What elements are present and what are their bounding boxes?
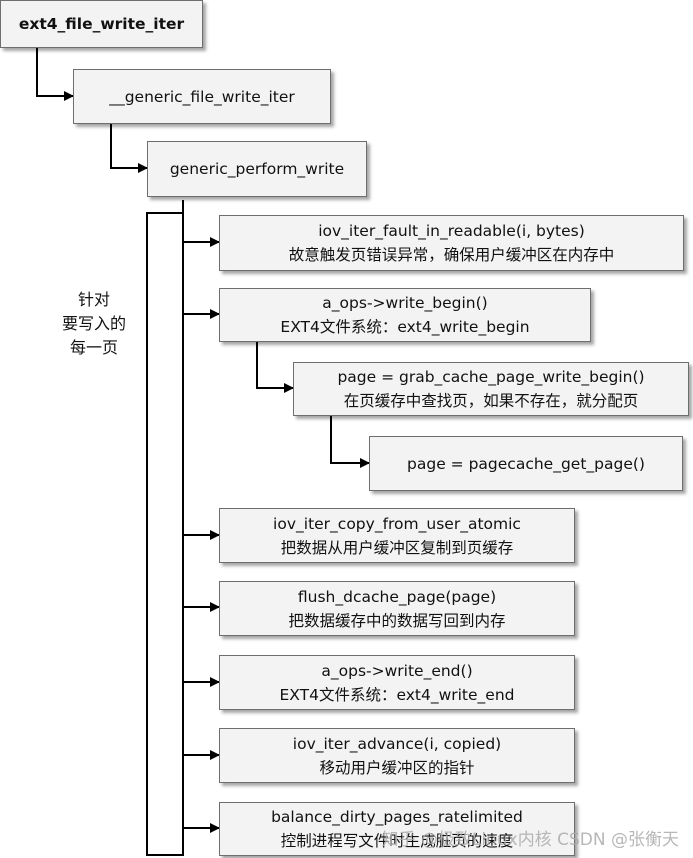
node-iov-iter-advance: iov_iter_advance(i, copied) 移动用户缓冲区的指针 (219, 728, 575, 783)
node-description: 在页缓存中查找页，如果不存在，就分配页 (343, 392, 639, 410)
node-iov-iter-copy-from-user-atomic: iov_iter_copy_from_user_atomic 把数据从用户缓冲区… (219, 508, 575, 563)
node-title: a_ops->write_begin() (322, 294, 488, 312)
node-title: page = grab_cache_page_write_begin() (337, 368, 645, 386)
node-iov-iter-fault-in-readable: iov_iter_fault_in_readable(i, bytes) 故意触… (219, 215, 684, 271)
node-write-end: a_ops->write_end() EXT4文件系统：ext4_write_e… (219, 655, 575, 710)
loop-label: 针对 要写入的 每一页 (38, 288, 150, 360)
node-title: iov_iter_advance(i, copied) (292, 734, 502, 753)
node-title: flush_dcache_page(page) (297, 587, 497, 606)
node-description: 把数据缓存中的数据写回到内存 (288, 611, 506, 630)
edge-to-pagecache-get (330, 414, 370, 468)
node-write-begin: a_ops->write_begin() EXT4文件系统：ext4_write… (219, 288, 591, 342)
node-description: EXT4文件系统：ext4_write_end (279, 685, 515, 704)
loop-label-line: 每一页 (69, 338, 118, 357)
loop-label-line: 针对 (77, 290, 110, 309)
node-generic-perform-write: generic_perform_write (147, 141, 367, 197)
node-description: 故意触发页错误异常，确保用户缓冲区在内存中 (288, 246, 615, 264)
node-generic-file-write-iter: __generic_file_write_iter (73, 69, 331, 124)
node-title: iov_iter_fault_in_readable(i, bytes) (318, 222, 585, 240)
node-title: balance_dirty_pages_ratelimited (271, 808, 523, 826)
node-description: 移动用户缓冲区的指针 (319, 758, 475, 777)
node-title: __generic_file_write_iter (109, 87, 295, 106)
watermark: 知乎 @极致Linux内核 CSDN @张衡天 (381, 830, 679, 850)
node-title: iov_iter_copy_from_user_atomic (273, 514, 521, 533)
node-description: EXT4文件系统：ext4_write_begin (280, 318, 530, 336)
edge-to-grab-cache (256, 340, 294, 393)
node-description: 把数据从用户缓冲区复制到页缓存 (280, 538, 514, 557)
node-title: ext4_file_write_iter (18, 15, 185, 33)
node-flush-dcache-page: flush_dcache_page(page) 把数据缓存中的数据写回到内存 (219, 581, 575, 636)
loop-label-line: 要写入的 (61, 314, 126, 333)
node-ext4-file-write-iter: ext4_file_write_iter (0, 0, 203, 48)
node-pagecache-get-page: page = pagecache_get_page() (369, 436, 683, 491)
edge-generic-to-perform (110, 124, 148, 173)
loop-rectangle (146, 200, 184, 856)
node-title: page = pagecache_get_page() (407, 454, 645, 473)
node-balance-dirty-pages-ratelimited: balance_dirty_pages_ratelimited 控制进程写文件时… (219, 802, 575, 856)
node-title: generic_perform_write (169, 160, 345, 178)
edge-ext4-to-generic (36, 48, 74, 101)
node-description: 控制进程写文件时生成脏页的速度 (280, 832, 514, 850)
node-title: a_ops->write_end() (321, 661, 473, 680)
node-grab-cache-page-write-begin: page = grab_cache_page_write_begin() 在页缓… (293, 362, 689, 416)
